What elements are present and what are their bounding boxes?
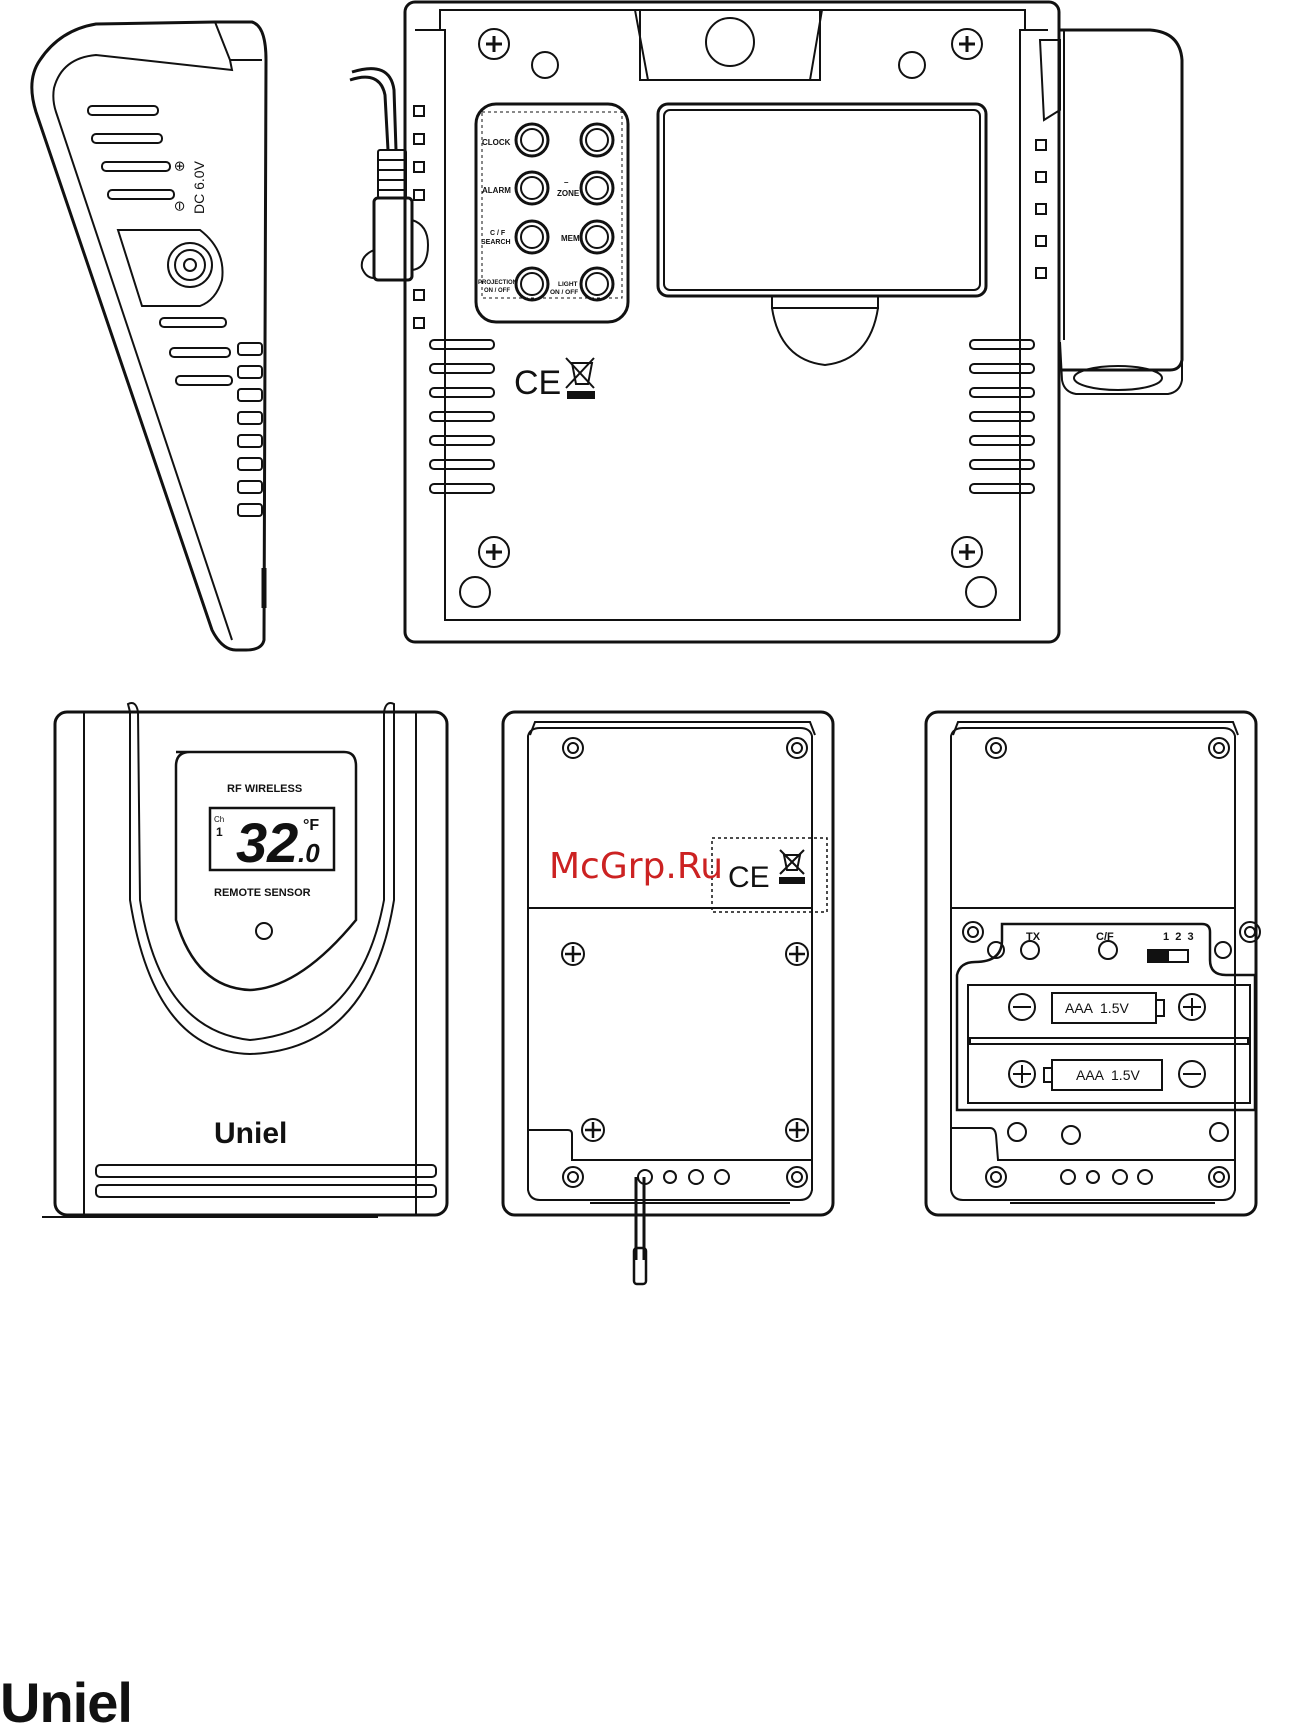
light-label-1: LIGHT [558, 281, 578, 288]
temperature-decimal: .0 [298, 838, 320, 868]
footer-brand-logo: Uniel [0, 1671, 132, 1728]
sensor-front-labels: RF WIRELESS Ch 1 32 °F .0 REMOTE SENSOR … [214, 783, 320, 1150]
side-vents [238, 343, 262, 516]
button-circles [516, 124, 613, 300]
rf-wireless-label: RF WIRELESS [227, 783, 302, 795]
temperature-unit: °F [303, 817, 319, 834]
projector-arm [1040, 30, 1182, 394]
button-labels: CLOCK ALARM C / F SEARCH PROJECTION ON /… [478, 138, 580, 296]
alarm-label: ALARM [482, 186, 511, 195]
ce-mark: CE [514, 364, 561, 402]
weee-bin-icon [566, 358, 594, 398]
channel-label: Ch [214, 815, 224, 824]
channel-value: 1 [216, 825, 223, 839]
remote-sensor-label: REMOTE SENSOR [214, 887, 311, 899]
light-label-2: ON / OFF [550, 289, 578, 296]
tx-label: TX [1026, 931, 1041, 943]
temperature-value: 32 [236, 811, 298, 874]
side-power-labels: DC 6.0V ⊕ ⊖ [171, 160, 207, 214]
battery-label-bottom: AAA 1.5V [1076, 1067, 1140, 1083]
side-view [32, 22, 266, 650]
base-vents [414, 106, 1046, 493]
zone-dash-label: – [564, 178, 569, 187]
cf-switch-label: C/F [1096, 931, 1114, 943]
clock-label: CLOCK [482, 138, 511, 147]
channel-switch-labels: 1 2 3 [1163, 931, 1194, 943]
base-station-back [350, 2, 1059, 642]
cf-search-label-2: SEARCH [481, 239, 511, 246]
projection-label-2: ON / OFF [484, 288, 510, 294]
minus-symbol: ⊖ [171, 200, 187, 212]
watermark: McGrp.Ru [549, 846, 723, 887]
battery-label-top: AAA 1.5V [1065, 1000, 1129, 1016]
mem-label: MEM [561, 234, 580, 243]
sensor-brand-logo: Uniel [214, 1117, 287, 1150]
zone-label: ZONE [557, 189, 580, 198]
sensor-back-open [926, 712, 1260, 1215]
plus-symbol: ⊕ [171, 160, 187, 172]
ce-mark-sensor: CE [728, 861, 770, 894]
projection-label-1: PROJECTION [478, 280, 517, 286]
cf-search-label-1: C / F [490, 230, 506, 237]
sensor-back-probe [503, 712, 833, 1284]
dc-voltage-label: DC 6.0V [191, 160, 207, 214]
